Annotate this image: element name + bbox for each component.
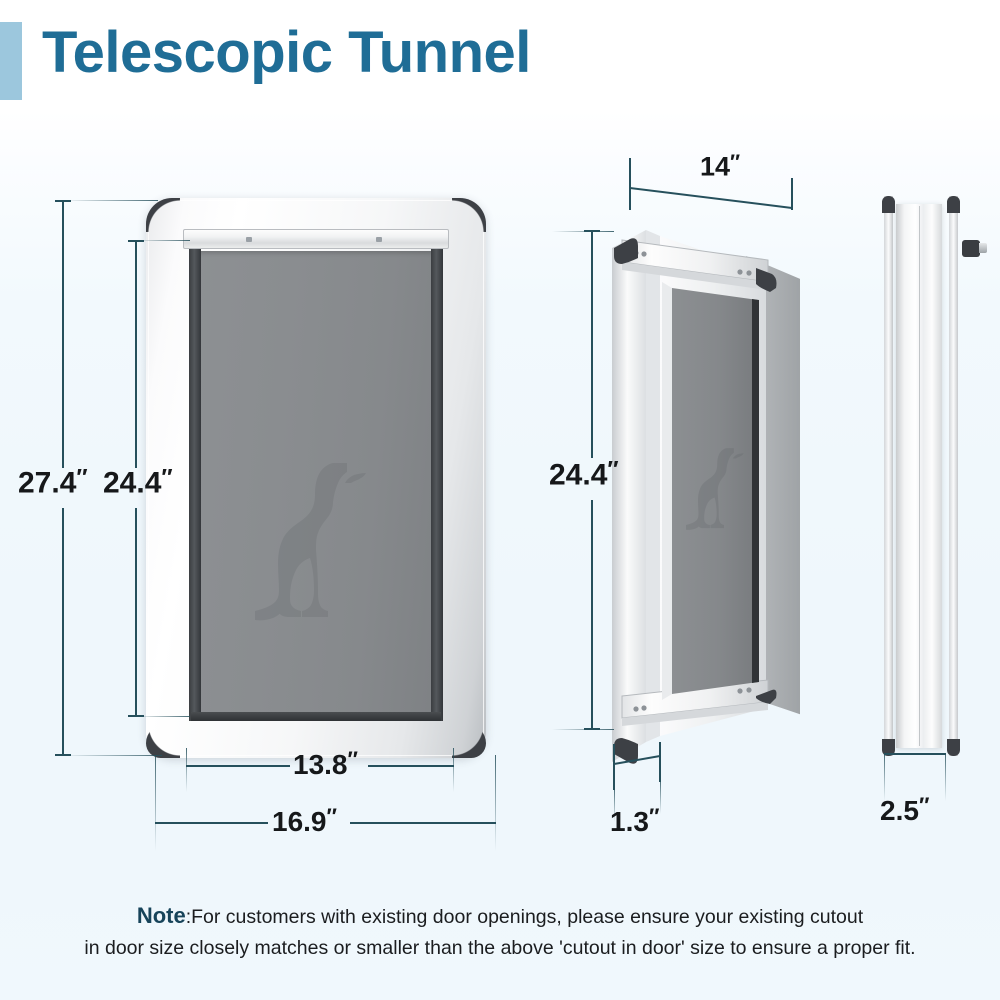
note-block: Note:For customers with existing door op… [0, 900, 1000, 964]
side-rail-right [431, 249, 443, 721]
extension-line [155, 755, 156, 851]
dim-label-iso-depth: 1.3″ [610, 804, 659, 837]
note-text-1: For customers with existing door opening… [191, 906, 864, 928]
extension-line [495, 755, 496, 851]
dim-label-cutout-height: 24.4″ [103, 464, 173, 500]
side-rail-left [189, 249, 201, 721]
header: Telescopic Tunnel [0, 0, 1000, 120]
iso-view [600, 196, 800, 776]
extension-line [62, 755, 162, 756]
tunnel-edge-right [949, 196, 958, 756]
side-view [878, 196, 987, 756]
corner-cap-bottom-left [882, 739, 895, 756]
extension-line [186, 748, 187, 792]
extension-line [135, 716, 190, 717]
extension-line [552, 231, 614, 232]
tunnel-profile [896, 204, 942, 748]
note-line-2: in door size closely matches or smaller … [84, 937, 916, 959]
dim-label-cutout-width: 13.8″ [293, 747, 358, 780]
dim-label-iso-width: 14″ [700, 151, 740, 182]
extension-line [453, 748, 454, 792]
door-flap [193, 251, 439, 717]
extension-line [660, 782, 661, 814]
extension-line [884, 753, 885, 801]
iso-door-graphic [612, 230, 800, 764]
latch-knob-icon [962, 240, 987, 257]
extension-line [62, 200, 158, 201]
accent-bar [0, 22, 22, 100]
dim-tick [128, 240, 144, 242]
corner-cap-top-right [947, 196, 960, 213]
extension-line [614, 790, 615, 822]
extension-line [135, 240, 190, 241]
dim-line-outer-width [155, 822, 268, 824]
dim-line-cutout-height [135, 240, 137, 468]
dim-line-iso-depth [613, 742, 661, 790]
corner-cap-top-left [882, 196, 895, 213]
front-view [146, 198, 486, 758]
dim-line-outer-height [62, 508, 64, 756]
extension-line [552, 729, 614, 730]
dim-line-side-depth [884, 753, 946, 755]
dim-line-iso-height [591, 500, 593, 730]
top-rail [183, 229, 449, 249]
dim-label-outer-height: 27.4″ [18, 464, 88, 500]
note-separator: : [185, 906, 192, 928]
sitting-dog-silhouette-icon [255, 459, 367, 629]
dim-line-cutout-width [368, 765, 454, 767]
extension-line [945, 753, 946, 801]
dim-line-cutout-height [135, 508, 137, 717]
screw-icon [246, 237, 252, 242]
corner-cap-bottom-right [452, 724, 486, 758]
note-label: Note [136, 903, 186, 928]
flap-assembly [183, 229, 449, 721]
bottom-rail [191, 712, 441, 721]
screw-icon [376, 237, 382, 242]
dim-label-outer-width: 16.9″ [272, 804, 337, 837]
dim-line-outer-width [350, 822, 496, 824]
tunnel-edge-left [884, 196, 893, 756]
corner-cap-bottom-left [146, 724, 180, 758]
note-line-1: Note:For customers with existing door op… [0, 900, 1000, 933]
corner-cap-bottom-right [947, 739, 960, 756]
dim-line-iso-height [591, 230, 593, 458]
dim-line-iso-width [629, 158, 793, 210]
dim-label-iso-height: 24.4″ [549, 456, 619, 492]
dim-line-cutout-width [186, 765, 290, 767]
dim-label-side-depth: 2.5″ [880, 793, 929, 826]
dim-line-outer-height [62, 200, 64, 468]
page-title: Telescopic Tunnel [42, 20, 531, 85]
dim-tick [55, 200, 71, 202]
